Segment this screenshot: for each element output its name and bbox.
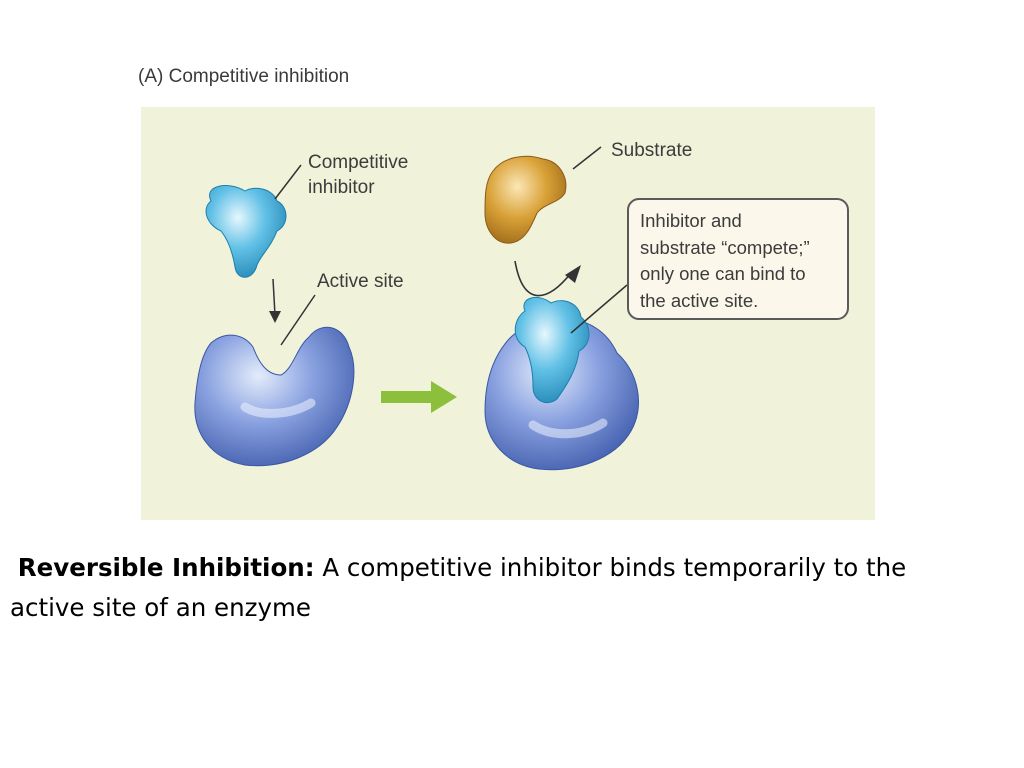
callout-leader-line	[570, 284, 628, 334]
active-site-leader-line	[280, 294, 316, 346]
reaction-arrow-head	[431, 381, 457, 413]
caption-text-line2: active site of an enzyme	[10, 593, 311, 622]
caption: Reversible Inhibition: A competitive inh…	[10, 548, 1010, 628]
down-arrow-head	[269, 311, 281, 323]
inhibitor-leader-line	[274, 164, 302, 200]
caption-term: Reversible Inhibition:	[17, 553, 315, 582]
callout-box: Inhibitor and substrate “compete;” only …	[627, 198, 849, 320]
enzyme-bound-highlight	[528, 418, 608, 439]
callout-line: Inhibitor and	[640, 210, 742, 231]
caption-text: A competitive inhibitor binds temporaril…	[314, 553, 907, 582]
callout-line: the active site.	[640, 289, 759, 311]
diagram-panel: Competitive inhibitor Active site Substr…	[141, 107, 875, 520]
callout-line: substrate “compete;”	[640, 236, 810, 258]
active-site-label: Active site	[317, 271, 404, 292]
callout-line: only one can bind to	[640, 263, 806, 284]
substrate-leader-line	[572, 146, 602, 170]
diagram-illustration	[194, 146, 639, 471]
curved-arrow	[514, 260, 572, 297]
inhibitor-molecule	[205, 185, 287, 278]
enzyme-highlight	[240, 398, 316, 418]
competitive-inhibitor-label: Competitive inhibitor	[308, 152, 409, 198]
curved-arrow-head	[565, 265, 581, 283]
substrate-label: Substrate	[611, 140, 693, 161]
inhibitor-bound	[514, 296, 590, 403]
substrate-molecule	[484, 155, 567, 244]
down-arrow	[272, 278, 276, 316]
figure-title: (A) Competitive inhibition	[138, 66, 350, 87]
reaction-arrow-shaft	[381, 391, 433, 403]
enzyme-empty	[194, 326, 355, 467]
